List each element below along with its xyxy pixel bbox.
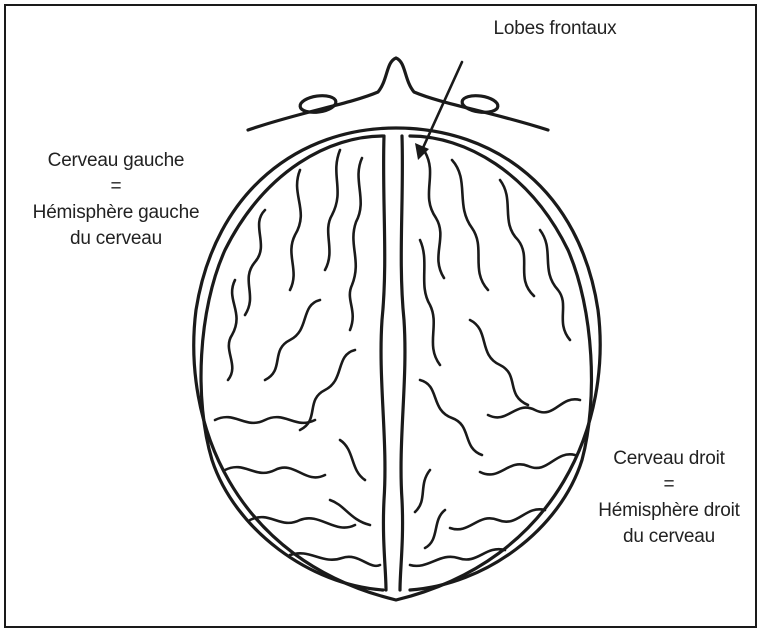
left-brain-label: Cerveau gauche = Hémisphère gauche du ce…	[16, 148, 216, 252]
right-label-line1: Cerveau droit	[576, 446, 761, 472]
central-fissure-right	[400, 136, 405, 590]
right-label-line4: du cerveau	[576, 524, 761, 550]
left-label-line4: du cerveau	[16, 226, 216, 252]
right-label-line3: Hémisphère droit	[576, 498, 761, 524]
left-label-line2: =	[16, 174, 216, 200]
right-brain-label: Cerveau droit = Hémisphère droit du cerv…	[576, 446, 761, 550]
right-gyri	[410, 152, 580, 566]
frontal-lobes-label: Lobes frontaux	[470, 16, 640, 42]
central-fissure-left	[381, 136, 386, 590]
nose-outline	[248, 58, 548, 130]
left-label-line3: Hémisphère gauche	[16, 200, 216, 226]
left-label-line1: Cerveau gauche	[16, 148, 216, 174]
right-eye-shape	[461, 94, 499, 115]
left-gyri	[215, 150, 380, 566]
left-eye-shape	[299, 94, 337, 115]
right-label-line2: =	[576, 472, 761, 498]
frontal-lobes-text: Lobes frontaux	[470, 16, 640, 42]
